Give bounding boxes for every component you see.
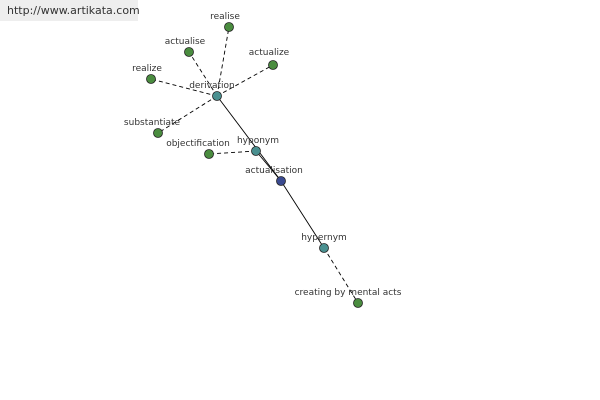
node-actualisation[interactable] — [276, 176, 286, 186]
edge-actualisation-derivation — [216, 95, 282, 182]
edge-derivation-actualise — [188, 51, 218, 97]
watermark-banner: http://www.artikata.com — [0, 0, 140, 21]
nodes — [146, 22, 363, 308]
label-actualise: actualise — [165, 37, 206, 47]
node-hyponym[interactable] — [251, 146, 261, 156]
node-derivation[interactable] — [212, 91, 222, 101]
node-substantiate[interactable] — [153, 128, 163, 138]
node-creating[interactable] — [353, 298, 363, 308]
node-actualize[interactable] — [268, 60, 278, 70]
watermark-text: http://www.artikata.com — [7, 4, 140, 17]
label-creating: creating by mental acts — [295, 288, 402, 298]
edges — [150, 26, 359, 304]
label-realise: realise — [210, 12, 240, 22]
node-realize[interactable] — [146, 74, 156, 84]
node-hypernym[interactable] — [319, 243, 329, 253]
label-realize: realize — [132, 64, 162, 74]
label-actualisation: actualisation — [245, 166, 303, 176]
edge-derivation-realize — [150, 78, 218, 97]
edge-derivation-realise — [216, 26, 230, 97]
edge-actualisation-hyponym — [255, 150, 282, 182]
edge-hyponym-objectification — [208, 150, 257, 155]
edge-derivation-actualize — [216, 64, 274, 97]
label-hyponym: hyponym — [237, 136, 279, 146]
label-substantiate: substantiate — [124, 118, 181, 128]
node-actualise[interactable] — [184, 47, 194, 57]
label-hypernym: hypernym — [301, 233, 347, 243]
label-actualize: actualize — [249, 48, 290, 58]
node-objectification[interactable] — [204, 149, 214, 159]
labels: realise actualise actualize realize deri… — [124, 12, 402, 298]
edge-derivation-substantiate — [157, 95, 218, 134]
node-realise[interactable] — [224, 22, 234, 32]
label-derivation: derivation — [189, 81, 235, 91]
edge-actualisation-hypernym — [280, 180, 325, 249]
label-objectification: objectification — [166, 139, 230, 149]
edge-hypernym-creating — [323, 247, 359, 304]
